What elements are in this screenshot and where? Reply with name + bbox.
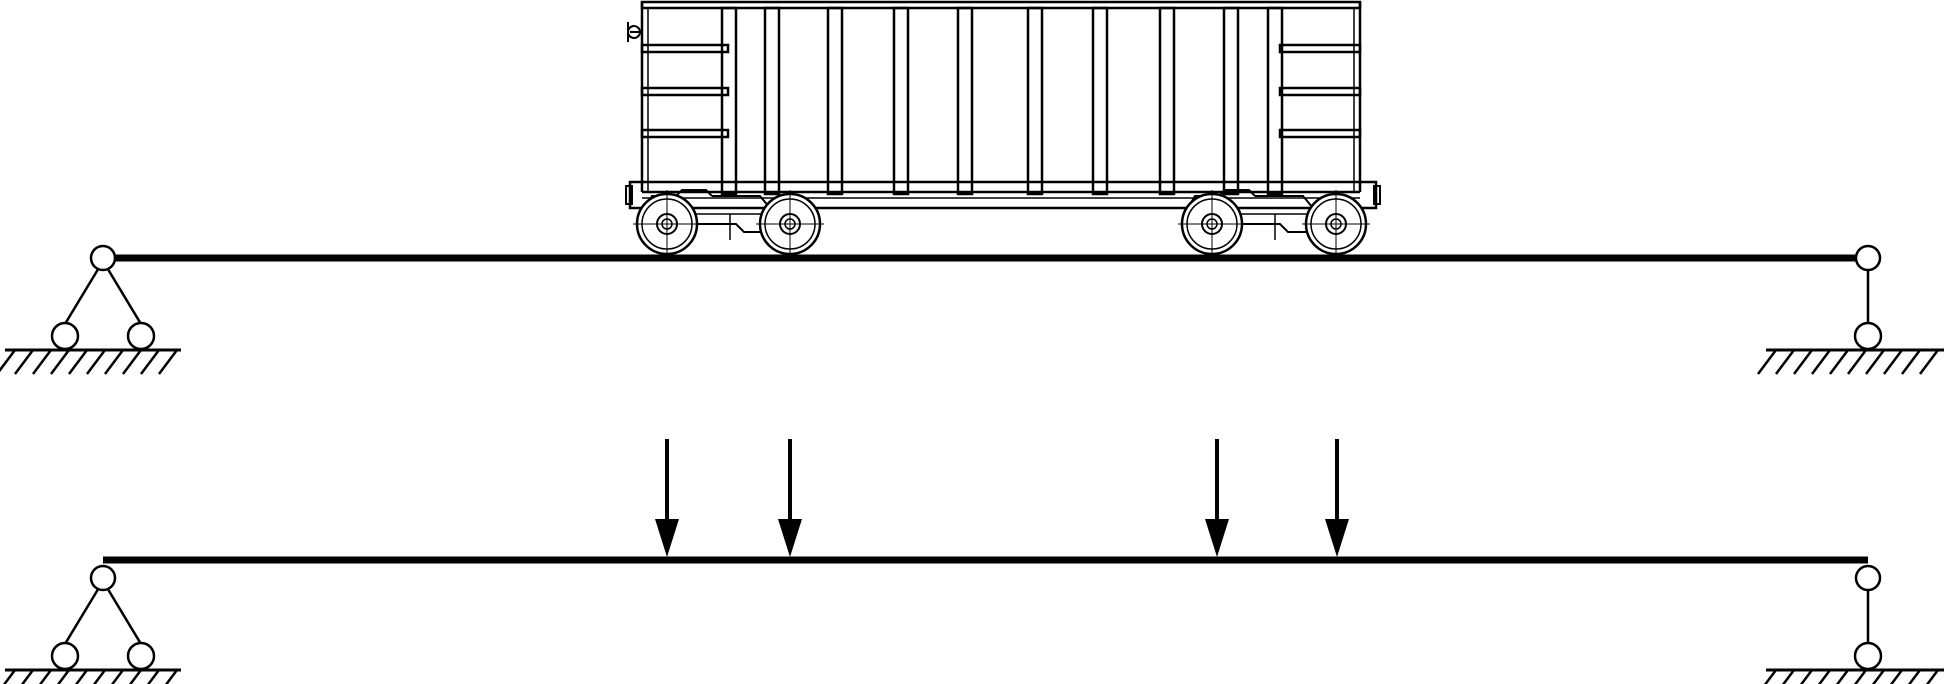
pin-support-icon — [0, 564, 183, 684]
down-arrow-icon — [1323, 437, 1351, 559]
open-top-railcar-icon — [625, 0, 1381, 240]
wheel-icon — [631, 188, 703, 256]
down-arrow-icon — [1203, 437, 1231, 559]
wheel-icon — [1300, 188, 1372, 256]
point-load-panel — [0, 437, 1946, 684]
wheel-icon — [754, 188, 826, 256]
wagon-beam-panel — [0, 0, 1946, 376]
roller-support-icon — [1756, 564, 1946, 684]
down-arrow-icon — [776, 437, 804, 559]
pin-support-icon — [0, 244, 183, 376]
down-arrow-icon — [653, 437, 681, 559]
wheel-icon — [1176, 188, 1248, 256]
roller-support-icon — [1756, 244, 1946, 376]
